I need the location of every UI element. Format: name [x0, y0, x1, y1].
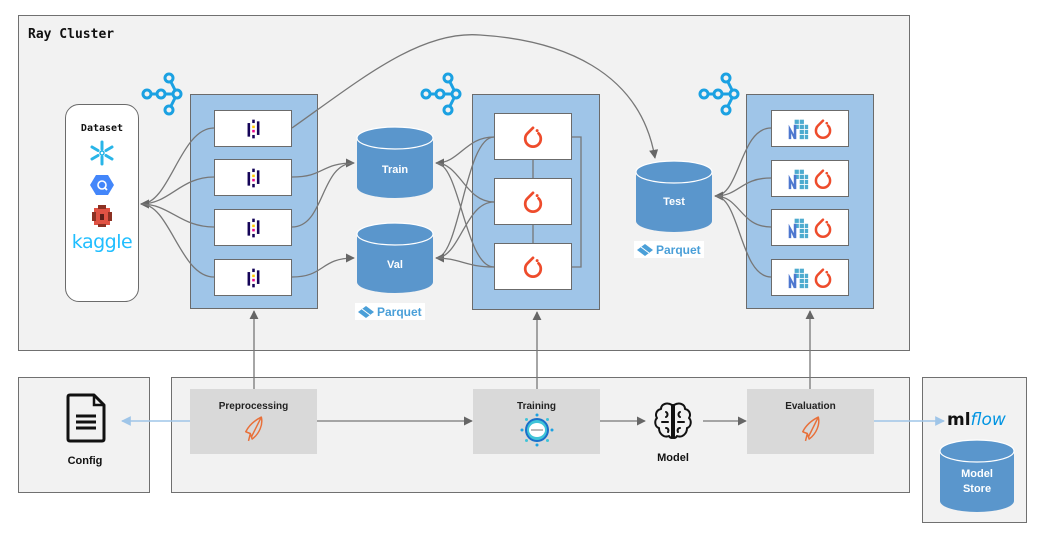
preprocess-worker [214, 110, 292, 147]
pytorch-icon [522, 255, 544, 279]
pytorch-icon [813, 217, 833, 239]
ray-icon [420, 72, 464, 116]
pytorch-icon [813, 267, 833, 289]
feather-icon [800, 415, 822, 443]
model-store-cylinder: Model Store [939, 439, 1015, 513]
model-store-label-line2: Store [962, 483, 992, 495]
val-dataset-cylinder: Val [356, 222, 434, 294]
training-worker [494, 243, 572, 290]
train-dataset-cylinder: Train [356, 126, 434, 199]
dataset-sources-box: Dataset kaggle [65, 104, 139, 302]
test-dataset-cylinder: Test [635, 160, 713, 233]
evaluation-worker [771, 110, 849, 147]
evaluation-worker [771, 209, 849, 246]
preprocess-worker [214, 259, 292, 296]
dataset-title: Dataset [80, 123, 124, 134]
evaluation-worker [771, 259, 849, 296]
parquet-icon [637, 243, 653, 256]
stage-label: Training [517, 401, 556, 412]
mlflow-logo: mlflow [947, 410, 1006, 430]
stage-evaluation[interactable]: Evaluation [747, 389, 874, 454]
ray-cluster-title: Ray Cluster [28, 27, 115, 42]
snowflake-icon [90, 140, 114, 166]
model-label: Model [657, 452, 689, 464]
parquet-format-label: Parquet [355, 303, 425, 320]
train-label: Train [381, 164, 409, 176]
stage-label: Evaluation [785, 401, 836, 412]
parquet-text: Parquet [377, 304, 422, 319]
test-label: Test [663, 196, 685, 208]
pytorch-icon [522, 190, 544, 214]
pandas-icon [245, 167, 262, 189]
stage-label: Preprocessing [218, 401, 289, 412]
database-icon [356, 126, 434, 198]
database-icon [939, 439, 1015, 512]
mlflow-prefix: ml [947, 410, 971, 430]
pandas-icon [245, 118, 262, 140]
val-label: Val [387, 259, 403, 271]
database-icon [635, 160, 713, 232]
ray-icon [141, 72, 185, 116]
training-badge-icon [520, 413, 553, 447]
ray-icon [698, 72, 742, 116]
training-worker [494, 178, 572, 225]
training-worker [494, 113, 572, 160]
preprocess-worker [214, 159, 292, 196]
pandas-icon [245, 267, 262, 289]
pytorch-icon [522, 125, 544, 149]
bigquery-icon [90, 175, 114, 195]
feather-icon [243, 415, 265, 443]
parquet-text: Parquet [656, 242, 701, 257]
stage-preprocessing[interactable]: Preprocessing [190, 389, 317, 454]
pandas-icon [245, 217, 262, 239]
numpy-icon [787, 118, 809, 140]
pytorch-icon [813, 118, 833, 140]
pytorch-icon [813, 168, 833, 190]
numpy-icon [787, 267, 809, 289]
preprocess-worker [214, 209, 292, 246]
database-icon [356, 222, 434, 293]
evaluation-worker [771, 160, 849, 197]
document-icon [66, 393, 106, 443]
parquet-format-label: Parquet [634, 241, 704, 258]
mlflow-suffix: flow [970, 410, 1006, 430]
config-label: Config [67, 455, 103, 467]
parquet-icon [358, 305, 374, 318]
model-store-label-line1: Model [961, 468, 993, 480]
s3-icon [92, 205, 112, 227]
stage-training[interactable]: Training [473, 389, 600, 454]
numpy-icon [787, 217, 809, 239]
numpy-icon [787, 168, 809, 190]
brain-icon [654, 402, 692, 439]
kaggle-logo: kaggle [71, 231, 133, 253]
